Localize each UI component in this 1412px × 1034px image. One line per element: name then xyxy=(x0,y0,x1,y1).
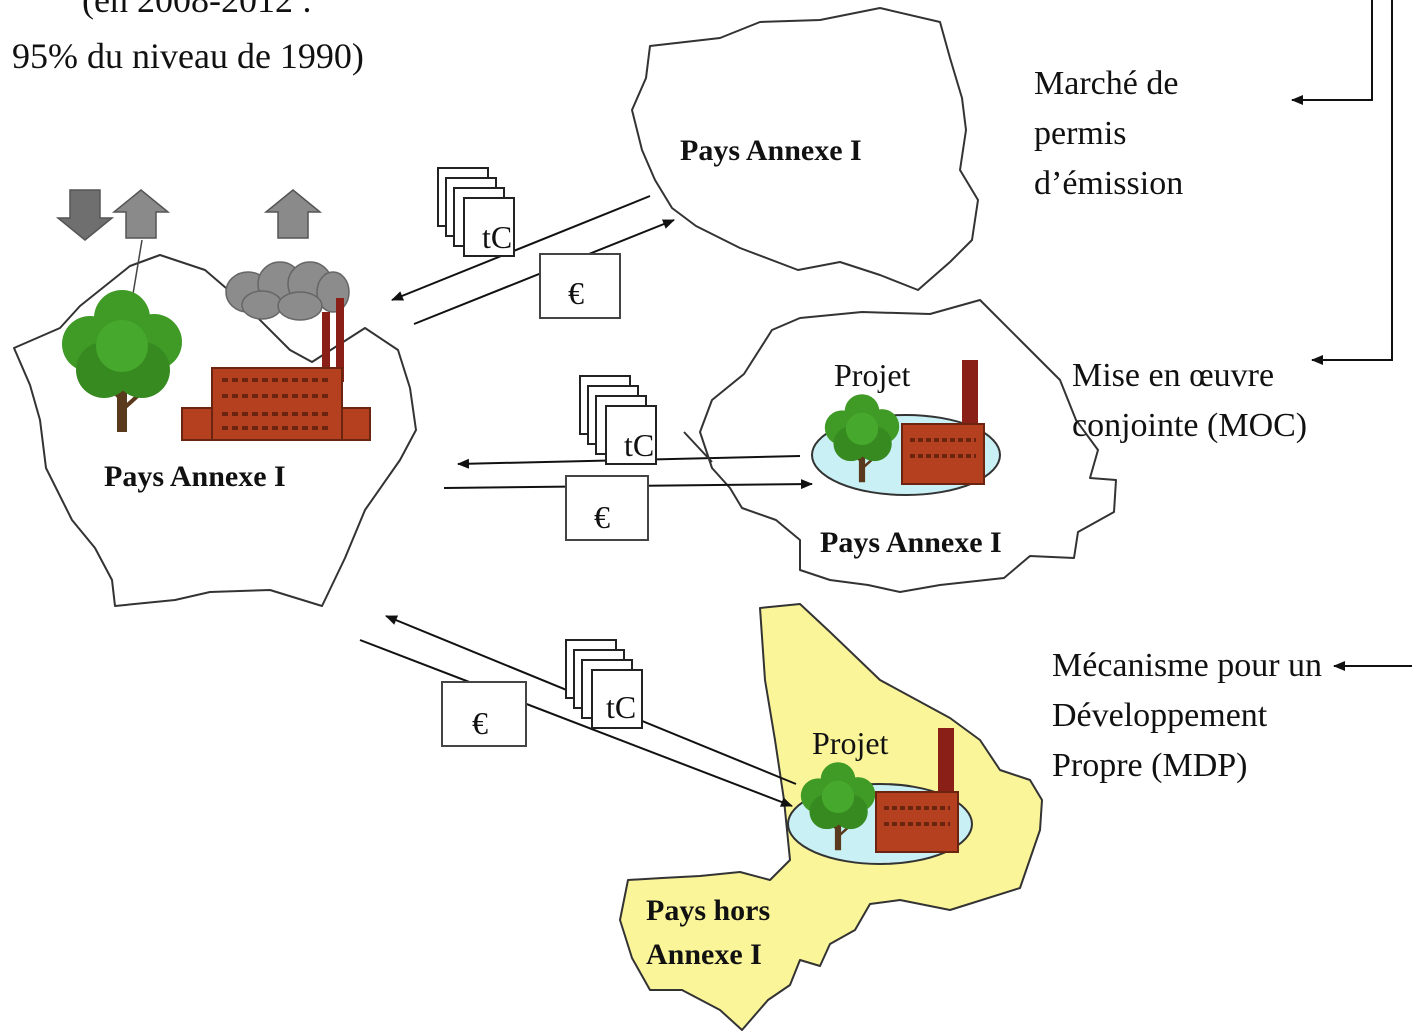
joint-implementation-label-line1: Mise en œuvre xyxy=(1072,357,1274,394)
emissions-trading-label-line1: Marché de xyxy=(1034,65,1178,102)
joint-implementation-label-line2: conjointe (MOC) xyxy=(1072,407,1307,444)
joint-implementation-pointer xyxy=(1311,0,1393,365)
credits-label: tC xyxy=(482,219,512,255)
emissions-trading-label-line3: d’émission xyxy=(1034,165,1183,202)
credits-label: tC xyxy=(606,689,636,725)
emissions-trading-label-line2: permis xyxy=(1034,115,1127,152)
cdm-project-label: Projet xyxy=(812,725,889,761)
credits-flow-arrow xyxy=(391,195,651,301)
credits-label: tC xyxy=(624,427,654,463)
payment-flow-arrow xyxy=(359,639,793,807)
factory-icon xyxy=(875,728,959,853)
cdm-label-line3: Propre (MDP) xyxy=(1052,747,1247,784)
target-note-line1: (en 2008-2012 : xyxy=(82,0,312,20)
payment-label: € xyxy=(594,499,610,535)
payment-box xyxy=(565,475,649,541)
factory-icon xyxy=(901,360,985,485)
factory-icon xyxy=(181,298,371,441)
emissions-trading-country-shape xyxy=(631,7,979,291)
payment-box xyxy=(441,681,527,747)
emissions-trading-country-label: Pays Annexe I xyxy=(680,134,862,167)
non-annex-country-label-line2: Annexe I xyxy=(646,938,762,971)
cdm-label-line1: Mécanisme pour un xyxy=(1052,647,1322,684)
up-arrow-icon xyxy=(111,189,171,239)
non-annex-country-label-line1: Pays hors xyxy=(646,894,770,927)
payment-box xyxy=(539,253,621,319)
down-arrow-icon xyxy=(55,189,115,241)
payment-label: € xyxy=(568,275,584,311)
cdm-label-line2: Développement xyxy=(1052,697,1268,734)
target-note-line2: 95% du niveau de 1990) xyxy=(12,36,364,76)
payment-label: € xyxy=(472,705,488,741)
emissions-trading-pointer xyxy=(1291,0,1373,105)
smoke-icon xyxy=(225,261,350,321)
up-arrow-icon xyxy=(263,189,323,239)
origin-country-label: Pays Annexe I xyxy=(104,460,286,493)
joint-implementation-country-label: Pays Annexe I xyxy=(820,526,1002,559)
ji-project-label: Projet xyxy=(834,357,911,393)
